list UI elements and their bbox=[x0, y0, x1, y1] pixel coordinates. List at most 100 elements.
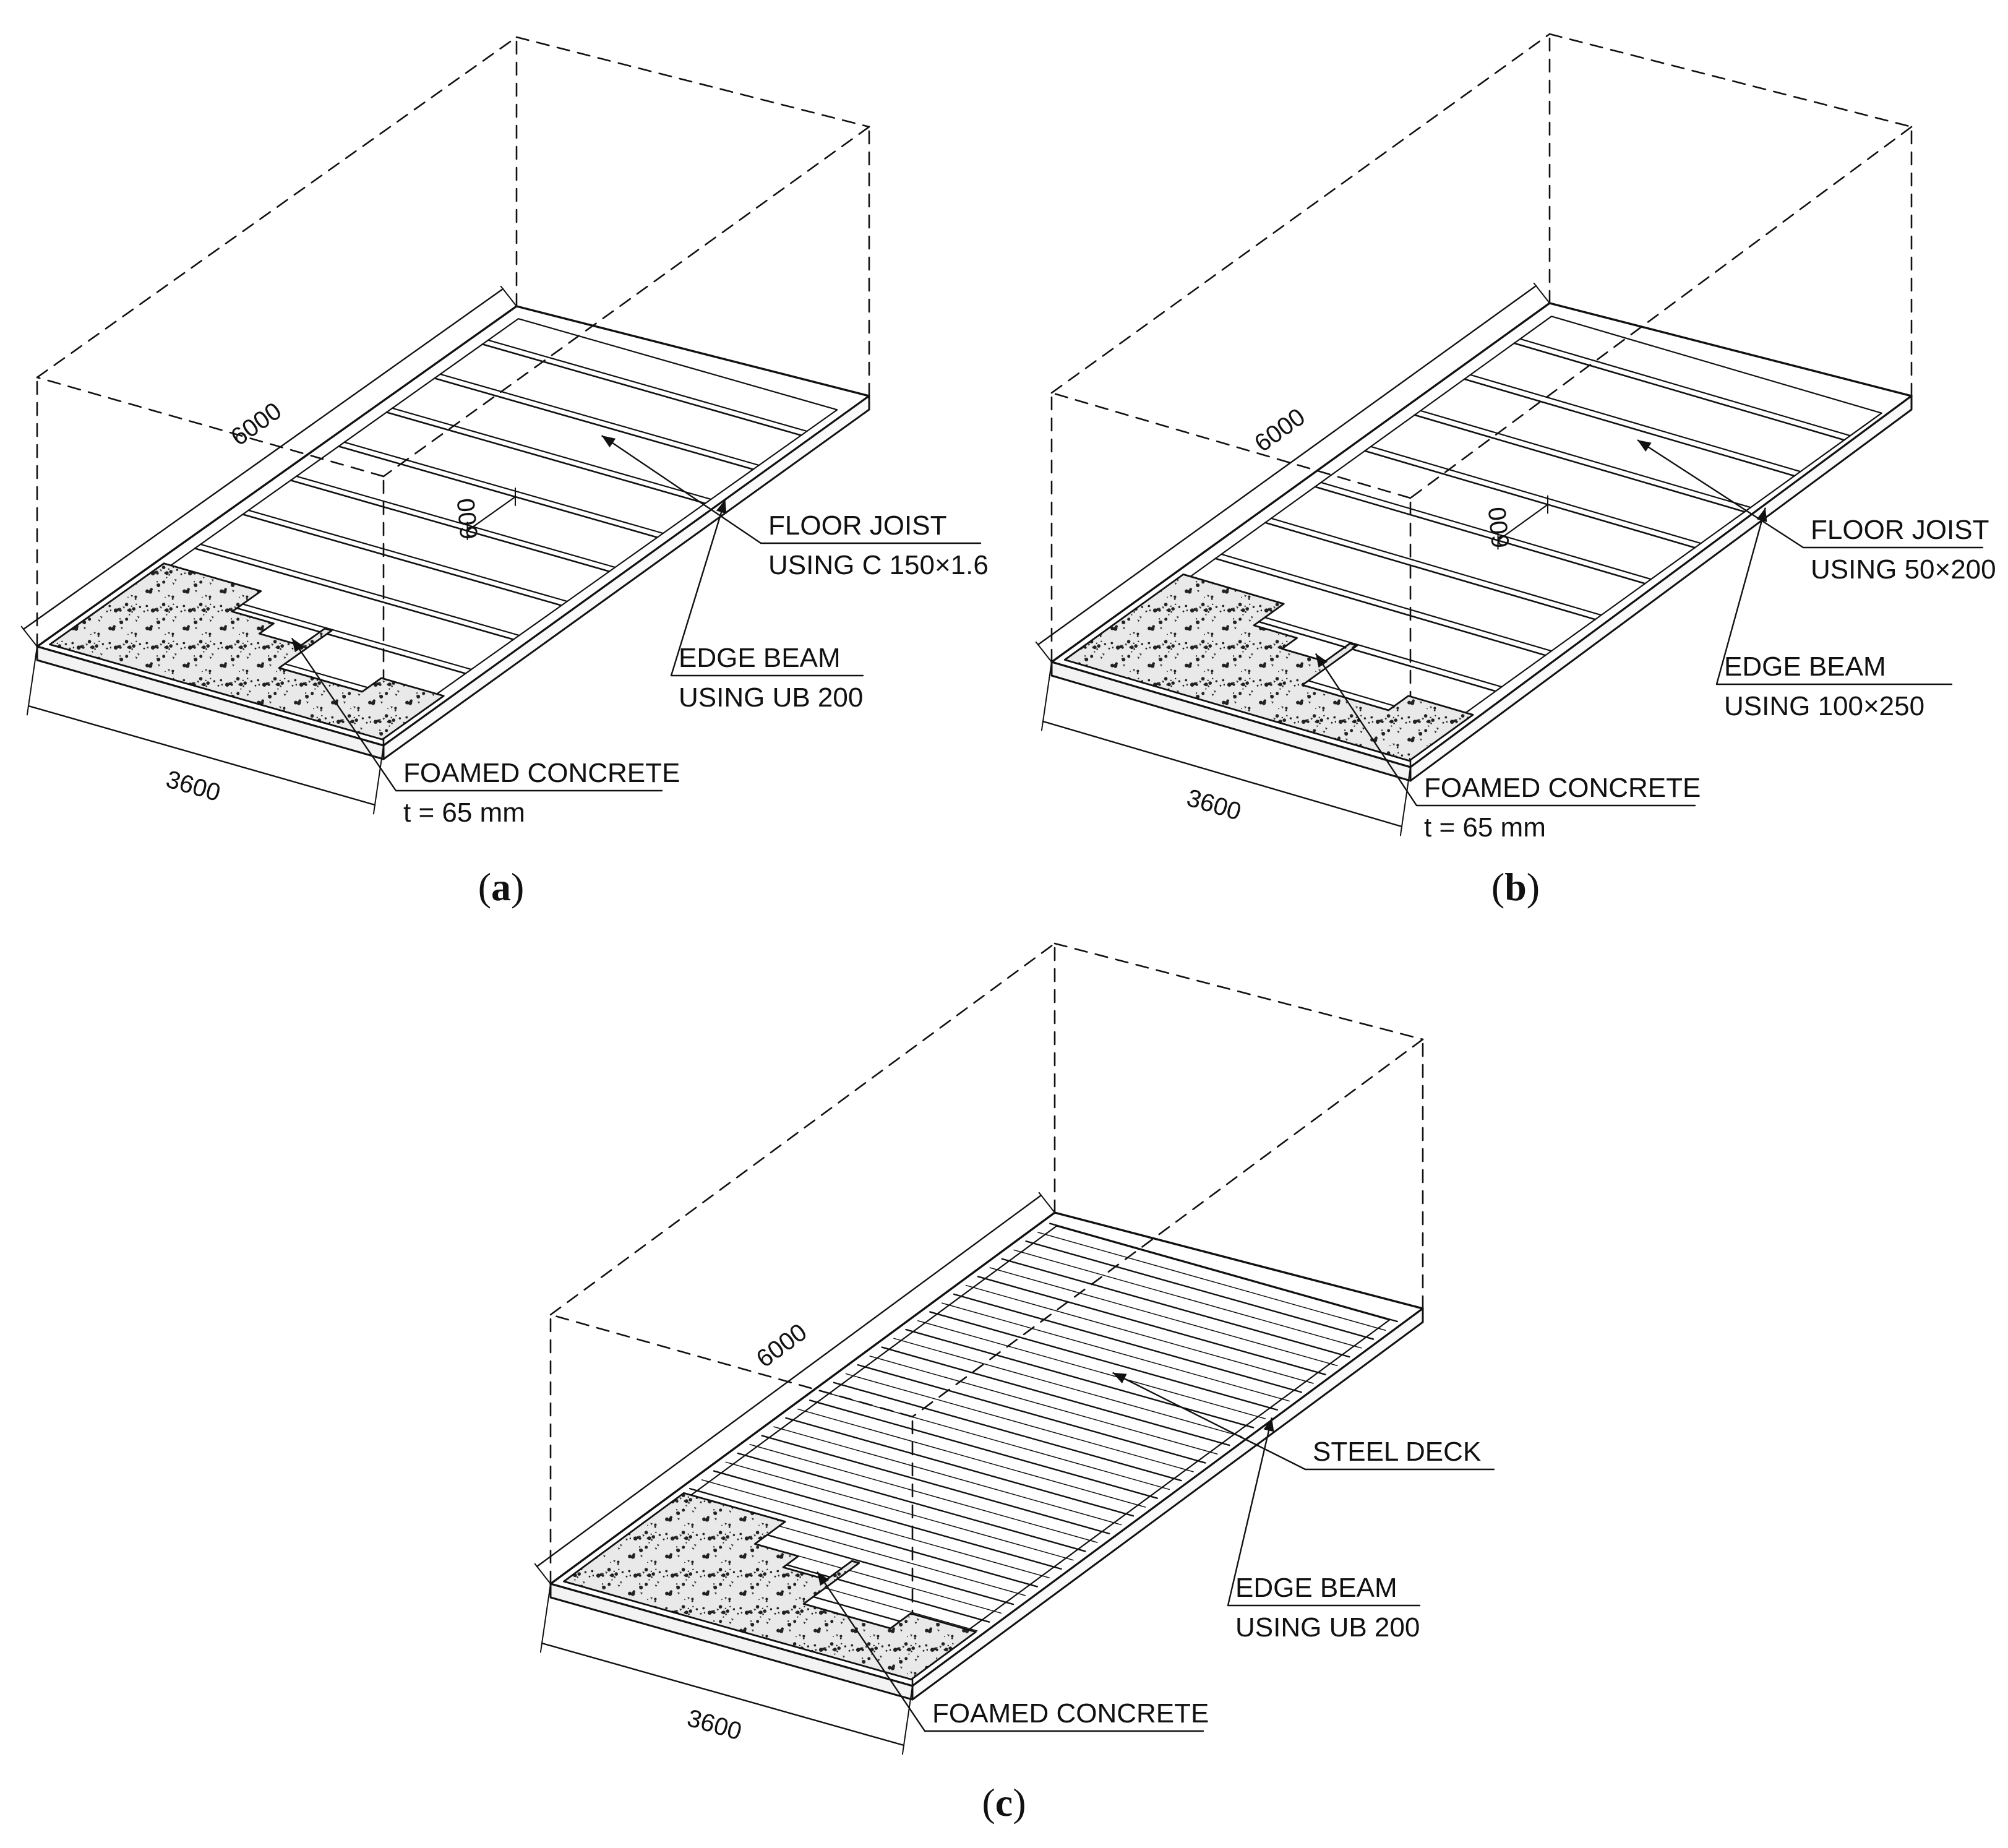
dimension-line-width bbox=[27, 705, 376, 806]
floor-slab bbox=[36, 305, 870, 760]
envelope-top-edge bbox=[1053, 942, 1424, 1041]
floor-joist-flange bbox=[343, 441, 664, 535]
leader-line bbox=[1715, 507, 1767, 685]
foamed-concrete-patch bbox=[49, 562, 445, 741]
panel-letter: a bbox=[491, 865, 511, 909]
floor-joist-flange bbox=[1221, 553, 1553, 652]
floor-joist-flange bbox=[200, 543, 520, 637]
floor-joist bbox=[338, 445, 658, 538]
leader-line bbox=[601, 435, 762, 544]
envelope-top-edge bbox=[382, 126, 870, 478]
slab-end-face bbox=[1050, 661, 1412, 782]
floor-joist-flange bbox=[1519, 338, 1851, 437]
floor-joist bbox=[242, 514, 562, 606]
floor-joist-flange bbox=[392, 407, 712, 501]
floor-joist-flange bbox=[487, 339, 808, 432]
panel-letter: c bbox=[995, 1781, 1013, 1824]
callout-subtitle: t = 65 mm bbox=[403, 797, 525, 828]
extension-line bbox=[372, 745, 384, 815]
deck-rib bbox=[713, 1470, 1062, 1570]
floor-joist bbox=[1314, 486, 1646, 585]
callout-title: FOAMED CONCRETE bbox=[403, 758, 680, 788]
dimension-line-length bbox=[1037, 285, 1537, 646]
deck-rib bbox=[773, 1426, 1122, 1526]
deck-rib bbox=[833, 1382, 1182, 1482]
deck-rib bbox=[737, 1452, 1086, 1552]
extension-line bbox=[1035, 641, 1052, 663]
leader-line bbox=[1227, 1417, 1274, 1606]
slab-edge-face bbox=[1409, 395, 1913, 782]
deck-rib bbox=[761, 1435, 1110, 1535]
callout-subtitle: USING 50×200 bbox=[1811, 554, 1996, 585]
callout-title: FOAMED CONCRETE bbox=[932, 1698, 1209, 1729]
floor-joist-flange bbox=[1370, 445, 1702, 544]
dimension-line-length bbox=[536, 1194, 1042, 1568]
deck-rib bbox=[845, 1373, 1194, 1472]
floor-joist-flange bbox=[1320, 481, 1652, 580]
floor-joist-flange bbox=[1469, 374, 1801, 473]
deck-rib bbox=[965, 1284, 1314, 1384]
deck-rib bbox=[941, 1302, 1290, 1402]
deck-rib bbox=[1025, 1240, 1375, 1340]
extension-line bbox=[26, 646, 38, 716]
foamed-concrete-area bbox=[1063, 574, 1474, 762]
deck-rib bbox=[869, 1356, 1218, 1455]
floor-joist bbox=[481, 343, 802, 436]
envelope-top-edge bbox=[515, 36, 870, 128]
deck-rib bbox=[917, 1320, 1266, 1419]
deck-rib bbox=[785, 1417, 1135, 1517]
floor-joist bbox=[194, 548, 515, 640]
deck-rib bbox=[1037, 1232, 1386, 1331]
panel-label: (a) bbox=[478, 865, 525, 909]
deck-rib bbox=[953, 1293, 1302, 1393]
deck-rib bbox=[749, 1443, 1098, 1543]
callout-title: FLOOR JOIST bbox=[768, 510, 946, 541]
floor-joist-flange bbox=[1420, 410, 1752, 509]
slab-top-outline bbox=[36, 305, 870, 747]
dimension-line-spacing bbox=[466, 496, 517, 532]
leader-line bbox=[817, 1571, 925, 1732]
floor-joist bbox=[1264, 522, 1597, 621]
panel-label-text: (a) bbox=[478, 865, 525, 909]
envelope-top-edge bbox=[36, 376, 385, 478]
floor-joist bbox=[385, 411, 706, 504]
dim-length-label: 6000 bbox=[752, 1318, 812, 1373]
floor-joist bbox=[1513, 342, 1845, 441]
floor-slab bbox=[1050, 302, 1913, 782]
deck-rib bbox=[809, 1399, 1159, 1499]
envelope-top-edge bbox=[1050, 392, 1412, 499]
envelope-top-edge bbox=[1409, 126, 1913, 499]
deck-rib bbox=[1049, 1223, 1399, 1323]
extension-line bbox=[539, 1583, 551, 1653]
slab-end-face bbox=[36, 645, 385, 760]
deck-rib bbox=[893, 1338, 1242, 1437]
callout-concrete: FOAMED CONCRETE bbox=[817, 1571, 1209, 1732]
dim-length-label: 6000 bbox=[226, 397, 286, 451]
deck-rib bbox=[701, 1479, 1050, 1579]
dim-spacing-label: 600 bbox=[452, 497, 483, 541]
envelope-top-edge bbox=[911, 1038, 1424, 1418]
deck-rib bbox=[1013, 1249, 1362, 1349]
deck-rib bbox=[1001, 1258, 1350, 1358]
deck-rib bbox=[689, 1487, 1038, 1588]
dimension-line-length bbox=[22, 288, 504, 630]
slab-end-face bbox=[549, 1583, 914, 1701]
callout-deck: STEEL DECK bbox=[1112, 1372, 1495, 1471]
floor-joists bbox=[1115, 338, 1851, 728]
deck-rib bbox=[857, 1364, 1206, 1464]
floor-joist bbox=[1463, 378, 1796, 477]
leader-line bbox=[291, 637, 397, 791]
